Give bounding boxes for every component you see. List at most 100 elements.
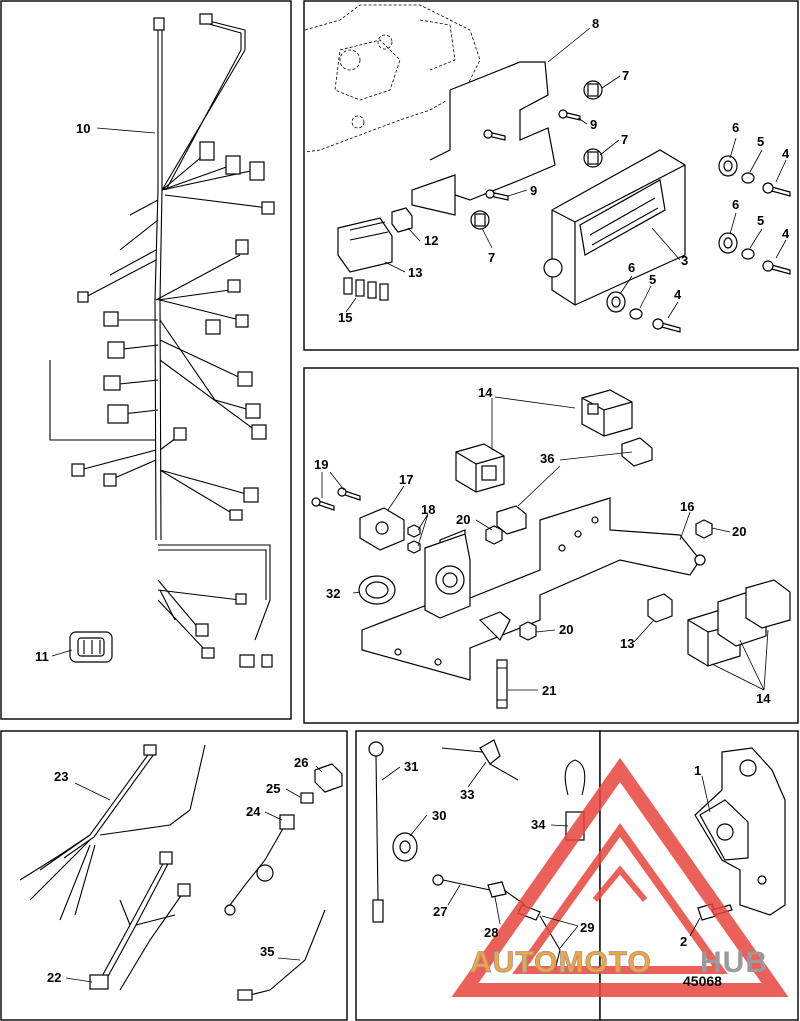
callout-10: 10 [76, 121, 90, 136]
bracket-callouts: 14 36 19 17 18 20 16 20 32 13 20 21 14 [314, 385, 771, 706]
callout-30: 30 [432, 808, 446, 823]
callout-35: 35 [260, 944, 274, 959]
fuses-15 [343, 277, 389, 301]
ecm-module-3 [543, 149, 686, 306]
leads-panel-frame [0, 730, 348, 1021]
callout-29: 29 [580, 920, 594, 935]
connector-25 [300, 792, 314, 804]
mounting-bracket-16 [361, 497, 706, 681]
callout-7-b: 7 [621, 132, 628, 147]
fuse-cover-13 [337, 217, 393, 273]
callout-7-a: 7 [622, 68, 629, 83]
figure-number: 45068 [683, 973, 722, 989]
watermark-logo [451, 757, 789, 997]
callout-27: 27 [433, 904, 447, 919]
relay-14-top [581, 389, 633, 437]
harness-connector-11 [69, 631, 113, 663]
callout-4-a: 4 [782, 146, 790, 161]
callout-7-c: 7 [488, 250, 495, 265]
callout-9-a: 9 [590, 117, 597, 132]
callout-17: 17 [399, 472, 413, 487]
sensor-lead-24 [224, 814, 295, 916]
nut-20-right [695, 519, 713, 539]
connector-26 [314, 763, 343, 793]
harness-23 [19, 744, 206, 921]
engine-wiring-harness [49, 13, 275, 668]
callout-5-a: 5 [757, 134, 764, 149]
callout-28: 28 [484, 925, 498, 940]
fuse-holder-28 [487, 881, 526, 906]
sensor-33 [441, 739, 519, 781]
watermark-text-right: HUB [700, 946, 768, 979]
nut-20-left [485, 525, 503, 545]
relay-socket-13 [647, 593, 673, 623]
callout-34: 34 [531, 817, 546, 832]
sensor-31 [368, 741, 384, 923]
callout-12: 12 [424, 233, 438, 248]
callout-16: 16 [680, 499, 694, 514]
relay-14-mid [455, 443, 505, 493]
fastener-7-upper [583, 80, 603, 100]
leads-callouts: 23 26 25 24 22 35 [47, 755, 308, 985]
callout-2: 2 [680, 934, 687, 949]
ecm-bracket [411, 61, 556, 216]
switch-30 [392, 832, 418, 862]
callout-26: 26 [294, 755, 308, 770]
lead-35 [237, 909, 326, 1001]
sensors-callouts: 31 33 30 34 27 28 29 [404, 759, 594, 940]
callout-8: 8 [592, 16, 599, 31]
callout-22: 22 [47, 970, 61, 985]
grommet-stack [606, 155, 791, 333]
callout-6-b: 6 [732, 197, 739, 212]
callout-20-a: 20 [456, 512, 470, 527]
circuit-breaker-17 [359, 507, 405, 551]
ecm-callouts: 8 7 9 7 9 7 6 5 4 6 5 4 6 5 4 3 12 13 15 [338, 16, 790, 325]
callout-14-b: 14 [756, 691, 771, 706]
harness-callouts: 10 11 [35, 121, 90, 664]
watermark-text: AUTOMOTO HUB [470, 946, 768, 980]
watermark-text-left: AUTOMOTO [470, 946, 652, 979]
harness-22 [89, 851, 191, 991]
callout-18: 18 [421, 502, 435, 517]
callout-6-a: 6 [732, 120, 739, 135]
callout-6-c: 6 [628, 260, 635, 275]
callout-13-b: 13 [620, 636, 634, 651]
callout-14-a: 14 [478, 385, 493, 400]
relay-base-36 [621, 437, 653, 467]
fastener-9-upper [558, 109, 581, 121]
nuts-18 [407, 524, 421, 554]
relay-bank-14 [687, 579, 791, 667]
connector-12 [391, 207, 413, 233]
mount-callouts: 1 2 [680, 763, 701, 949]
callout-20-c: 20 [559, 622, 573, 637]
fastener-9-lower [485, 189, 509, 201]
callout-20-b: 20 [732, 524, 746, 539]
fastener-7-mid [583, 148, 603, 168]
callout-36: 36 [540, 451, 554, 466]
callout-21: 21 [542, 683, 556, 698]
mounting-plate-1 [694, 747, 786, 916]
engine-block-outline [304, 4, 481, 153]
callout-5-b: 5 [757, 213, 764, 228]
callout-31: 31 [404, 759, 418, 774]
callout-25: 25 [266, 781, 280, 796]
callout-15: 15 [338, 310, 352, 325]
callout-3: 3 [681, 253, 688, 268]
fastener-9-left [483, 129, 506, 141]
callout-11: 11 [35, 649, 49, 664]
callout-13-a: 13 [408, 265, 422, 280]
fastener-7-lower [470, 210, 490, 230]
leader-lines [51, 27, 787, 983]
harness-panel-frame [0, 0, 292, 720]
callout-19: 19 [314, 457, 328, 472]
callout-9-b: 9 [530, 183, 537, 198]
callout-1: 1 [694, 763, 701, 778]
callout-24: 24 [246, 804, 261, 819]
callout-4-b: 4 [782, 226, 790, 241]
callout-33: 33 [460, 787, 474, 802]
standoff-21 [496, 659, 508, 709]
ground-lead-27 [432, 874, 491, 891]
locknut-32 [358, 575, 396, 605]
callout-5-c: 5 [649, 272, 656, 287]
